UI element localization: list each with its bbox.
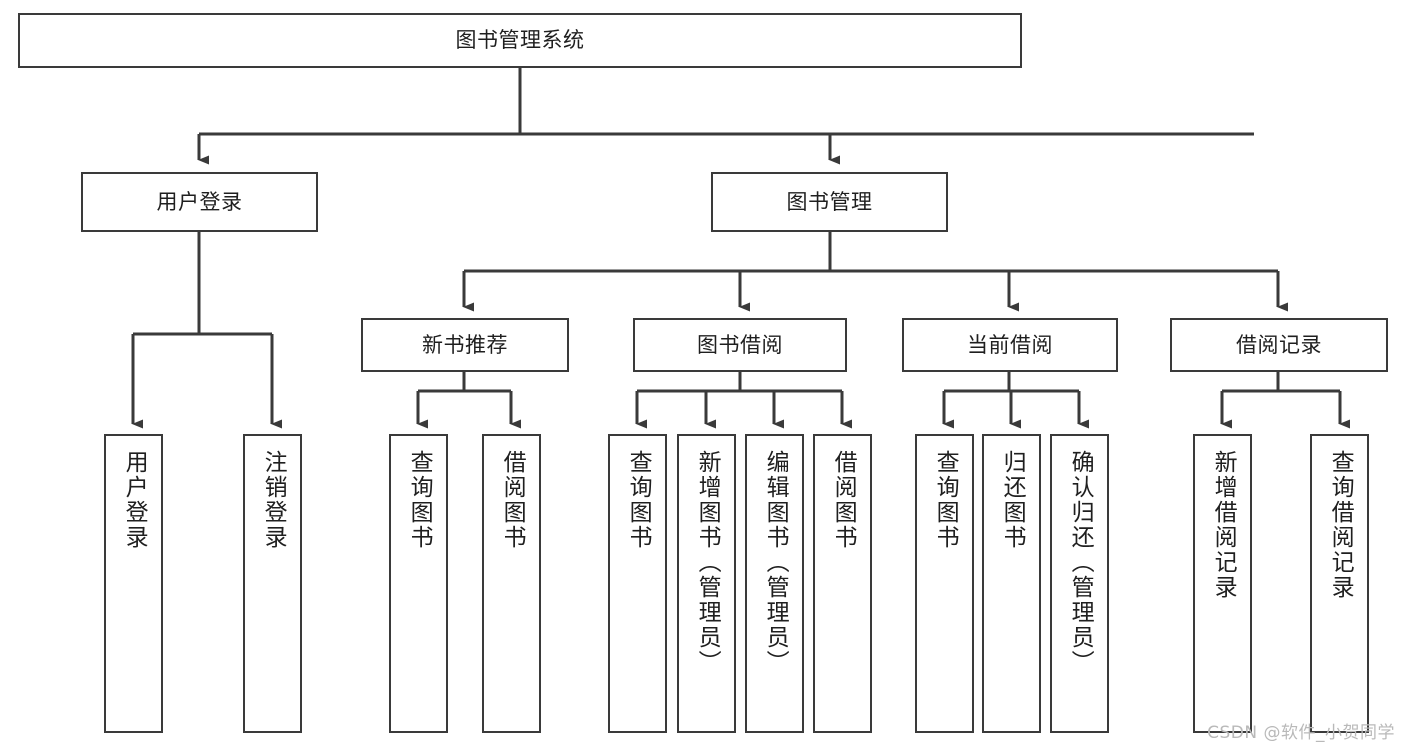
leaf-br-query-record[interactable]: 查询借阅记录 <box>1310 434 1369 733</box>
node-new-book-recommend-label: 新书推荐 <box>422 332 508 357</box>
leaf-cb-confirm-return[interactable]: 确认归还（管理员） <box>1050 434 1109 733</box>
node-book-manage[interactable]: 图书管理 <box>711 172 948 232</box>
leaf-br-query-record-label: 查询借阅记录 <box>1327 450 1354 600</box>
leaf-logout-label: 注销登录 <box>260 450 287 550</box>
node-borrow-record[interactable]: 借阅记录 <box>1170 318 1388 372</box>
node-book-manage-label: 图书管理 <box>786 189 873 214</box>
leaf-cb-query-book-label: 查询图书 <box>932 450 959 550</box>
node-user-login-label: 用户登录 <box>156 189 243 214</box>
leaf-bb-edit-book[interactable]: 编辑图书（管理员） <box>745 434 804 733</box>
node-borrow-record-label: 借阅记录 <box>1236 332 1322 357</box>
leaf-bb-add-book-label: 新增图书（管理员） <box>694 450 721 675</box>
leaf-bb-add-book[interactable]: 新增图书（管理员） <box>677 434 736 733</box>
leaf-nb-borrow-book-label: 借阅图书 <box>499 450 526 550</box>
node-root-label: 图书管理系统 <box>455 28 585 53</box>
node-book-borrow[interactable]: 图书借阅 <box>633 318 847 372</box>
leaf-user-login[interactable]: 用户登录 <box>104 434 163 733</box>
node-new-book-recommend[interactable]: 新书推荐 <box>361 318 569 372</box>
leaf-cb-return-book-label: 归还图书 <box>999 450 1026 550</box>
leaf-bb-query-book-label: 查询图书 <box>625 450 652 550</box>
leaf-nb-borrow-book[interactable]: 借阅图书 <box>482 434 541 733</box>
leaf-cb-query-book[interactable]: 查询图书 <box>915 434 974 733</box>
node-book-borrow-label: 图书借阅 <box>697 332 783 357</box>
node-root[interactable]: 图书管理系统 <box>18 13 1022 68</box>
leaf-cb-confirm-return-label: 确认归还（管理员） <box>1067 450 1094 675</box>
leaf-nb-query-book-label: 查询图书 <box>406 450 433 550</box>
leaf-logout[interactable]: 注销登录 <box>243 434 302 733</box>
leaf-bb-query-book[interactable]: 查询图书 <box>608 434 667 733</box>
leaf-br-add-record[interactable]: 新增借阅记录 <box>1193 434 1252 733</box>
leaf-nb-query-book[interactable]: 查询图书 <box>389 434 448 733</box>
leaf-cb-return-book[interactable]: 归还图书 <box>982 434 1041 733</box>
node-user-login[interactable]: 用户登录 <box>81 172 318 232</box>
leaf-bb-borrow-book-label: 借阅图书 <box>830 450 857 550</box>
leaf-bb-borrow-book[interactable]: 借阅图书 <box>813 434 872 733</box>
node-current-borrow[interactable]: 当前借阅 <box>902 318 1118 372</box>
leaf-br-add-record-label: 新增借阅记录 <box>1210 450 1237 600</box>
watermark-text: CSDN @软件_小贺同学 <box>1207 723 1395 743</box>
leaf-bb-edit-book-label: 编辑图书（管理员） <box>762 450 789 675</box>
leaf-user-login-label: 用户登录 <box>121 450 148 550</box>
node-current-borrow-label: 当前借阅 <box>967 332 1053 357</box>
